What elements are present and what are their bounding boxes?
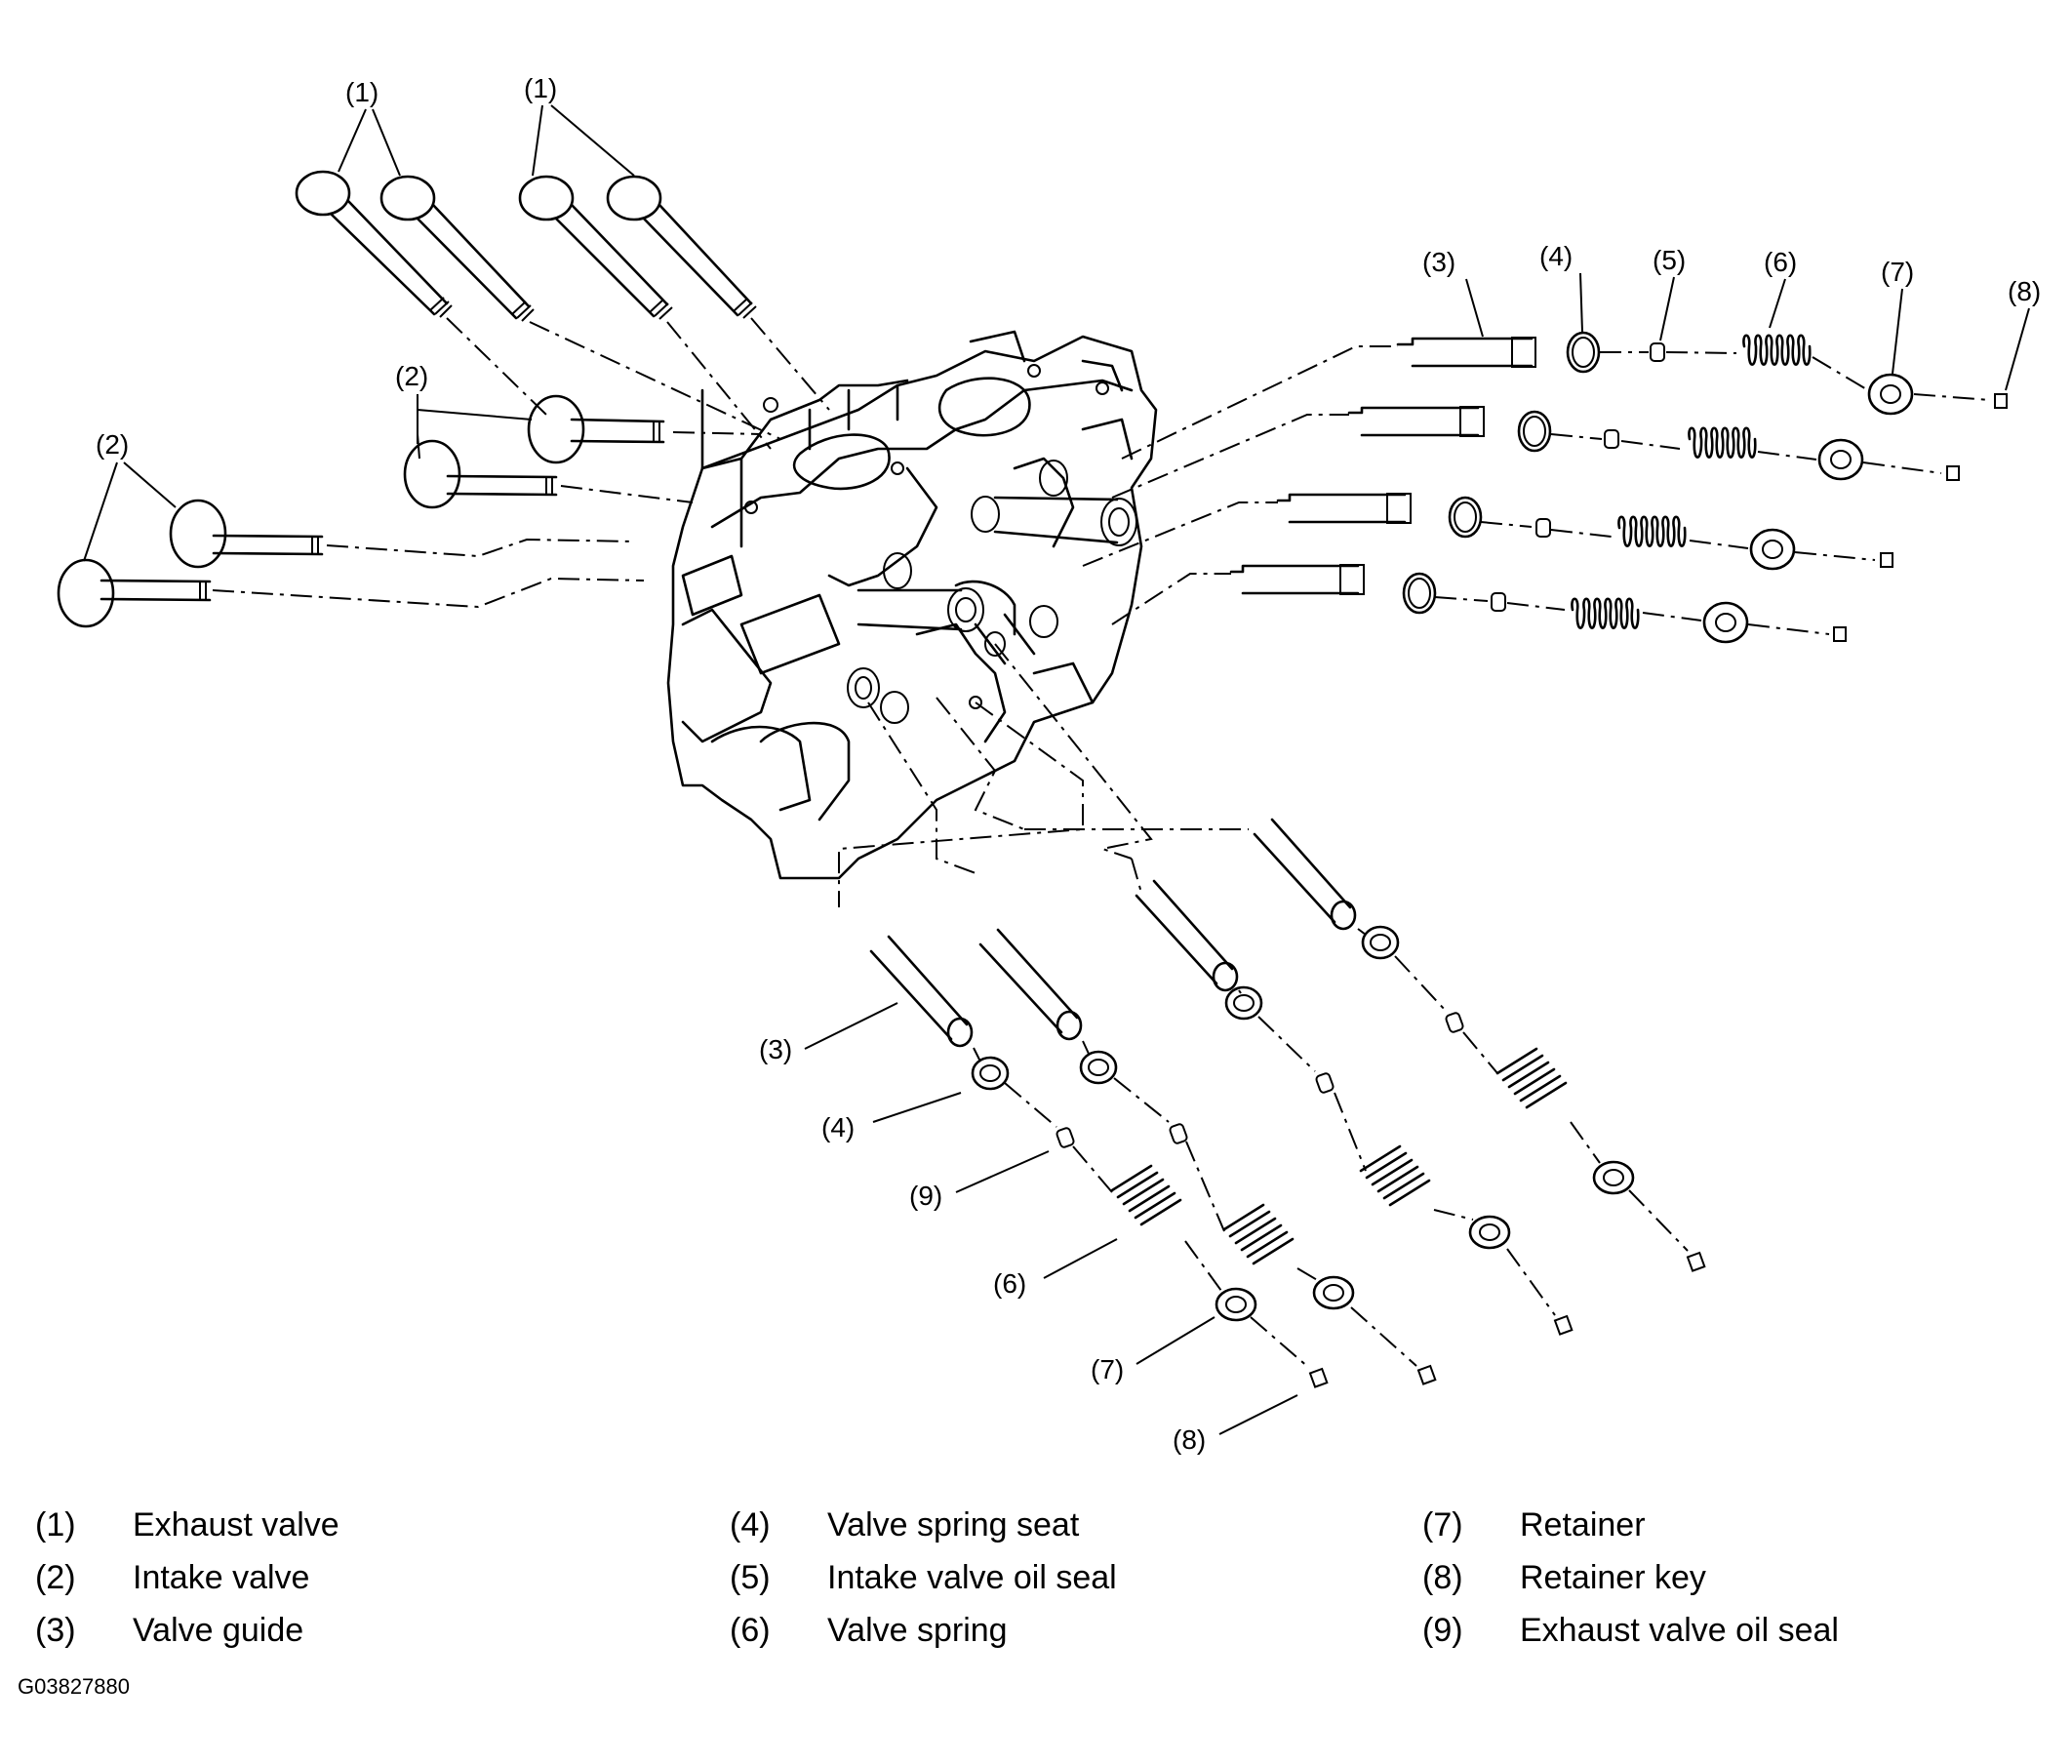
legend-label: Retainer [1520, 1506, 1646, 1544]
intake-valve [169, 499, 324, 569]
exhaust-valve [295, 170, 453, 318]
lower-parts-column [867, 702, 1437, 1385]
legend-label: Exhaust valve [133, 1506, 339, 1544]
callout-exhaust-valve: (1) [524, 73, 557, 103]
legend-number: (3) [35, 1612, 76, 1649]
callout-valve-spring: (6) [993, 1268, 1026, 1299]
callouts: (1) (1) (2) (2) (3) (4) (5) (6) (7) (8) … [83, 73, 2041, 1455]
lower-parts-column [936, 697, 1706, 1272]
callout-intake-valve: (2) [96, 429, 129, 460]
right-parts-row [1111, 564, 1847, 644]
callout-valve-spring-seat: (4) [1539, 241, 1573, 271]
callout-retainer: (7) [1881, 257, 1914, 287]
legend-number: (5) [730, 1559, 771, 1596]
exhaust-valve [518, 175, 673, 320]
callout-exhaust-valve-oil-seal: (9) [909, 1181, 942, 1211]
lower-parts-column [838, 702, 1329, 1388]
right-parts-row [1111, 406, 1960, 499]
legend-number: (9) [1422, 1612, 1463, 1649]
intake-valve [57, 558, 212, 628]
intake-valve [403, 439, 558, 509]
right-parts-row [1082, 493, 1893, 571]
exhaust-valve [606, 175, 757, 319]
intake-valve [527, 394, 665, 464]
legend-number: (2) [35, 1559, 76, 1596]
legend-number: (6) [730, 1612, 771, 1649]
legend-label: Intake valve [133, 1559, 310, 1596]
legend-number: (7) [1422, 1506, 1463, 1544]
callout-valve-spring: (6) [1764, 247, 1797, 277]
intake-valves [57, 394, 762, 628]
legend-label: Intake valve oil seal [827, 1559, 1117, 1596]
exhaust-valve [379, 175, 535, 322]
callout-retainer-key: (8) [2008, 276, 2041, 306]
legend-number: (4) [730, 1506, 771, 1544]
legend-number: (8) [1422, 1559, 1463, 1596]
callout-valve-guide: (3) [1422, 247, 1455, 277]
exhaust-valves [295, 170, 830, 450]
right-parts-row [1121, 331, 2008, 460]
callout-valve-spring-seat: (4) [821, 1112, 855, 1143]
legend-label: Valve guide [133, 1612, 304, 1649]
legend-label: Valve spring [827, 1612, 1008, 1649]
lower-parts-column [994, 643, 1574, 1336]
figure-id: G03827880 [18, 1674, 130, 1699]
callout-intake-valve: (2) [395, 361, 428, 391]
callout-exhaust-valve: (1) [345, 77, 379, 107]
callout-retainer: (7) [1091, 1354, 1124, 1384]
callout-valve-guide: (3) [759, 1034, 792, 1064]
parts-legend: (1) Exhaust valve (2) Intake valve (3) V… [0, 1501, 2072, 1666]
legend-label: Exhaust valve oil seal [1520, 1612, 1839, 1649]
cylinder-head [666, 330, 1158, 880]
callout-retainer-key: (8) [1173, 1424, 1206, 1455]
callout-intake-valve-oil-seal: (5) [1653, 245, 1686, 275]
legend-label: Valve spring seat [827, 1506, 1080, 1544]
legend-number: (1) [35, 1506, 76, 1544]
legend-label: Retainer key [1520, 1559, 1706, 1596]
